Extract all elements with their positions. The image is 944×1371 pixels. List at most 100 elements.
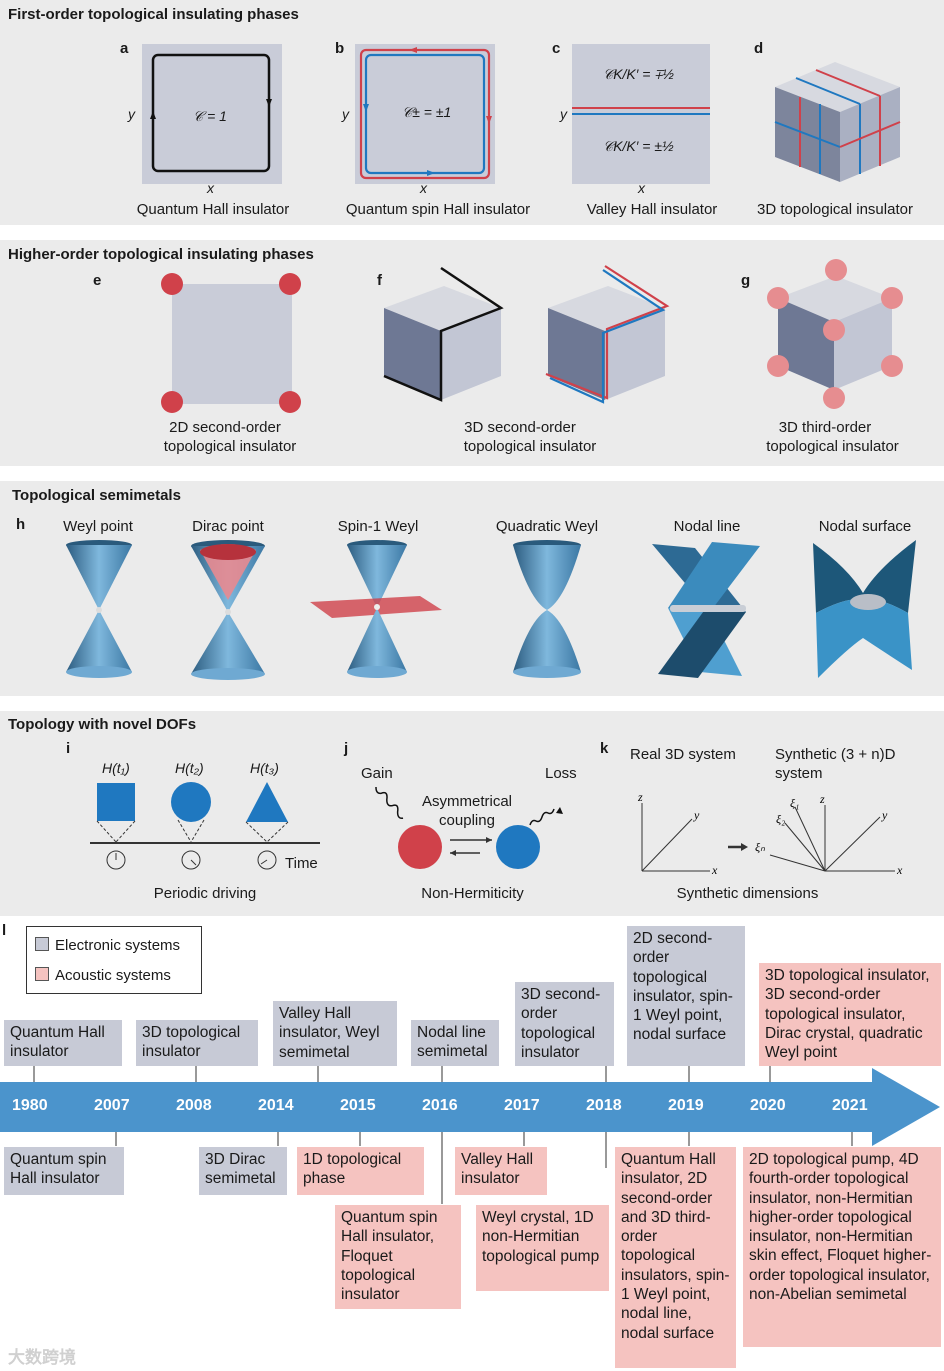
- panel-c-chern-top: 𝒞K/K′ = ∓½: [603, 66, 674, 83]
- milestone-above-2016: Nodal line semimetal: [411, 1020, 499, 1066]
- hamiltonian-t2: H(t₂): [175, 760, 204, 776]
- synthetic-system-line1: Synthetic (3 + n)D: [775, 745, 895, 764]
- nodal-surface-label: Nodal surface: [805, 517, 925, 536]
- svg-text:y: y: [693, 808, 700, 822]
- time-label: Time: [285, 854, 318, 873]
- legend-acoustic: Acoustic systems: [35, 967, 171, 984]
- milestone-below-2019: Quantum Hall insulator, 2D second-order …: [615, 1147, 736, 1368]
- svg-text:y: y: [881, 808, 888, 822]
- non-hermiticity-caption: Non-Hermiticity: [400, 884, 545, 903]
- panel-b-chern: 𝒞± = ±1: [402, 104, 451, 121]
- 3d-second-order-cube-spin: [548, 268, 673, 403]
- svg-text:x: x: [711, 863, 718, 877]
- semimetals-panel: [0, 481, 944, 696]
- synthetic-system-line2: system: [775, 764, 823, 783]
- watermark-logo: 大数跨境: [8, 1343, 76, 1368]
- year-2018: 2018: [586, 1097, 622, 1115]
- year-2020: 2020: [750, 1097, 786, 1115]
- spin1-weyl-icon: [310, 540, 445, 680]
- year-2014: 2014: [258, 1097, 294, 1115]
- spin1-weyl-label: Spin-1 Weyl: [328, 517, 428, 536]
- panel-letter-b: b: [335, 40, 344, 57]
- panel-letter-f: f: [377, 272, 382, 289]
- svg-text:ξ₁: ξ₁: [790, 796, 799, 810]
- nodal-surface-icon: [808, 538, 920, 680]
- dirac-point-label: Dirac point: [178, 517, 278, 536]
- quadratic-weyl-icon: [510, 540, 585, 680]
- panel-e-caption-line1: 2D second-order: [140, 418, 310, 437]
- panel-a-x-axis: x: [207, 180, 214, 196]
- weyl-point-label: Weyl point: [48, 517, 148, 536]
- milestone-below-2015: 1D topological phase: [297, 1147, 424, 1195]
- year-2015: 2015: [340, 1097, 376, 1115]
- timeline-legend: Electronic systems Acoustic systems: [26, 926, 202, 994]
- panel-g-caption-line2: topological insulator: [745, 437, 920, 456]
- panel-b-y-axis: y: [342, 106, 349, 122]
- panel-letter-e: e: [93, 272, 101, 289]
- legend-acoustic-label: Acoustic systems: [55, 967, 171, 984]
- panel-f-caption-line1: 3D second-order: [440, 418, 600, 437]
- panel-letter-h: h: [16, 516, 25, 533]
- synthetic-dimensions-diagram: z y x z y x ξ₁ ξ₂ ξₙ: [630, 795, 910, 880]
- svg-text:ξₙ: ξₙ: [755, 840, 765, 854]
- nodal-line-label: Nodal line: [657, 517, 757, 536]
- year-2007: 2007: [94, 1097, 130, 1115]
- svg-text:z: z: [819, 792, 825, 806]
- panel-c-y-axis: y: [560, 106, 567, 122]
- loss-label: Loss: [545, 764, 577, 783]
- timeline-arrow: [0, 1068, 944, 1148]
- year-2016: 2016: [422, 1097, 458, 1115]
- milestone-below-2018: Weyl crystal, 1D non-Hermitian topologic…: [476, 1205, 609, 1291]
- panel-e-caption-line2: topological insulator: [140, 437, 320, 456]
- 3d-second-order-cube-electronic: [384, 268, 509, 403]
- section-title-novel-dofs: Topology with novel DOFs: [8, 716, 196, 733]
- legend-swatch-acoustic: [35, 967, 49, 981]
- nodal-line-icon: [650, 542, 765, 682]
- quadratic-weyl-label: Quadratic Weyl: [482, 517, 612, 536]
- panel-d-caption: 3D topological insulator: [740, 200, 930, 219]
- milestone-above-2020: 3D topological insulator, 3D second-orde…: [759, 963, 941, 1066]
- section-title-higher-order: Higher-order topological insulating phas…: [8, 246, 314, 263]
- panel-letter-c: c: [552, 40, 560, 57]
- milestone-above-1980: Quantum Hall insulator: [4, 1020, 122, 1066]
- milestone-above-2008: 3D topological insulator: [136, 1020, 258, 1066]
- panel-c-caption: Valley Hall insulator: [567, 200, 737, 219]
- milestone-below-2016: Quantum spin Hall insulator, Floquet top…: [335, 1205, 461, 1309]
- real-3d-system-label: Real 3D system: [630, 745, 736, 764]
- milestone-above-2014: Valley Hall insulator, Weyl semimetal: [273, 1001, 397, 1066]
- panel-letter-l: l: [2, 922, 6, 939]
- gain-label: Gain: [361, 764, 393, 783]
- year-2008: 2008: [176, 1097, 212, 1115]
- panel-a-y-axis: y: [128, 106, 135, 122]
- panel-g-caption-line1: 3D third-order: [745, 418, 905, 437]
- milestone-below-2017: Valley Hall insulator: [455, 1147, 547, 1195]
- year-2019: 2019: [668, 1097, 704, 1115]
- legend-swatch-electronic: [35, 937, 49, 951]
- non-hermitian-diagram: [370, 785, 570, 875]
- 3d-third-order-cube: [766, 258, 906, 413]
- periodic-driving-caption: Periodic driving: [130, 884, 280, 903]
- svg-text:z: z: [637, 790, 643, 804]
- hamiltonian-t1: H(t₁): [102, 760, 130, 776]
- milestone-below-2014: 3D Dirac semimetal: [199, 1147, 287, 1195]
- panel-letter-j: j: [344, 740, 348, 757]
- panel-c-x-axis: x: [638, 180, 645, 196]
- 3d-topological-insulator-cube: [770, 42, 920, 192]
- svg-text:x: x: [896, 863, 903, 877]
- panel-b-caption: Quantum spin Hall insulator: [328, 200, 548, 219]
- hamiltonian-t3: H(t₃): [250, 760, 279, 776]
- synthetic-dimensions-caption: Synthetic dimensions: [665, 884, 830, 903]
- milestone-above-2019: 2D second-order topological insulator, s…: [627, 926, 745, 1066]
- panel-letter-d: d: [754, 40, 763, 57]
- periodic-driving-diagram: [90, 780, 290, 870]
- panel-letter-k: k: [600, 740, 608, 757]
- year-2021: 2021: [832, 1097, 868, 1115]
- panel-a-caption: Quantum Hall insulator: [118, 200, 308, 219]
- legend-electronic-label: Electronic systems: [55, 937, 180, 954]
- dirac-cone-icon: [188, 540, 268, 680]
- panel-letter-a: a: [120, 40, 128, 57]
- panel-c-chern-bottom: 𝒞K/K′ = ±½: [603, 138, 674, 155]
- legend-electronic: Electronic systems: [35, 937, 180, 954]
- milestone-below-2007: Quantum spin Hall insulator: [4, 1147, 124, 1195]
- panel-b-x-axis: x: [420, 180, 427, 196]
